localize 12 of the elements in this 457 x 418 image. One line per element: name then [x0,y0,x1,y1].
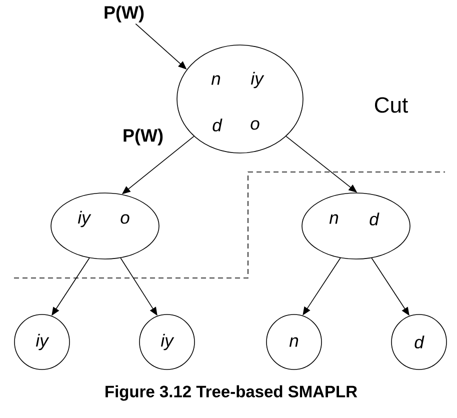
node-label: n [211,75,220,85]
edge-label: P(W) [122,128,164,146]
caption: Figure 3.12 Tree-based SMAPLR [106,385,358,401]
node-label: iy [250,72,264,88]
node-label: o [250,120,260,130]
probability-label: P(W) [104,6,144,22]
node-label: n [329,214,338,224]
node-label: d [370,212,380,226]
node-label: iy [78,210,92,228]
node-label: o [120,214,130,224]
node-label: d [212,118,222,132]
label-text: Cut [375,97,408,113]
